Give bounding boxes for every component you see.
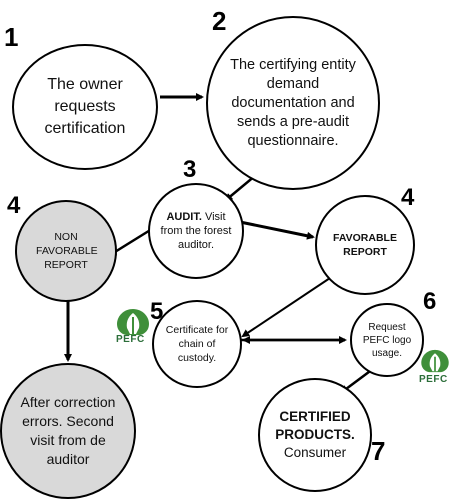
step-4-nonfavorable-text: NON FAVORABLE REPORT <box>36 231 98 271</box>
step-3-bold: AUDIT. <box>166 211 202 223</box>
step-4-favorable-text: FAVORABLE REPORT <box>333 232 397 258</box>
step-6-number: 6 <box>423 288 437 315</box>
step-4-favorable-number: 4 <box>401 184 415 211</box>
step-7-label: CERTIFIED PRODUCTS. Consumer <box>270 408 360 462</box>
step-8-circle: After correction errors. Second visit fr… <box>0 363 136 499</box>
step-8-text: After correction errors. Second visit fr… <box>20 394 116 467</box>
arrow-favorable-to-5 <box>241 277 331 338</box>
step-7-number: 7 <box>371 436 386 466</box>
step-3-text: Visit from the forest auditor. <box>160 211 232 251</box>
step-6-text: Request PEFC logo usage. <box>362 321 412 359</box>
step-3-number: 3 <box>183 156 197 183</box>
step-2-circle: The certifying entity demand documentati… <box>206 16 380 190</box>
pefc-tree-icon <box>117 309 149 335</box>
pefc-logo-right: PEFC <box>417 347 455 387</box>
step-7-text: Consumer <box>283 445 347 460</box>
pefc-logo-left: PEFC <box>112 308 154 346</box>
step-1-text: The owner requests certification <box>44 76 126 137</box>
step-3-label: AUDIT. Visit from the forest auditor. <box>156 210 236 252</box>
step-3-circle: AUDIT. Visit from the forest auditor. <box>148 183 244 279</box>
step-1-circle: The owner requests certification <box>12 44 158 170</box>
step-4-favorable-circle: FAVORABLE REPORT <box>315 195 415 295</box>
step-4-nonfavorable-circle: NON FAVORABLE REPORT <box>15 200 117 302</box>
step-4-nonfavorable-number: 4 <box>7 192 21 219</box>
pefc-logo-left-text: PEFC <box>116 334 145 345</box>
step-7-bold: CERTIFIED PRODUCTS. <box>275 409 355 442</box>
step-5-text: Certificate for chain of custody. <box>165 324 229 364</box>
step-2-number: 2 <box>212 6 227 36</box>
step-2-text: The certifying entity demand documentati… <box>230 56 356 149</box>
pefc-logo-right-text: PEFC <box>419 374 448 385</box>
step-7-circle: CERTIFIED PRODUCTS. Consumer <box>258 378 372 492</box>
arrow-3-to-favorable <box>239 220 315 240</box>
pefc-tree-icon <box>421 349 449 373</box>
step-1-number: 1 <box>4 22 19 52</box>
step-5-number: 5 <box>150 298 164 325</box>
step-5-circle: Certificate for chain of custody. <box>152 300 242 388</box>
step-6-circle: Request PEFC logo usage. <box>350 303 424 377</box>
